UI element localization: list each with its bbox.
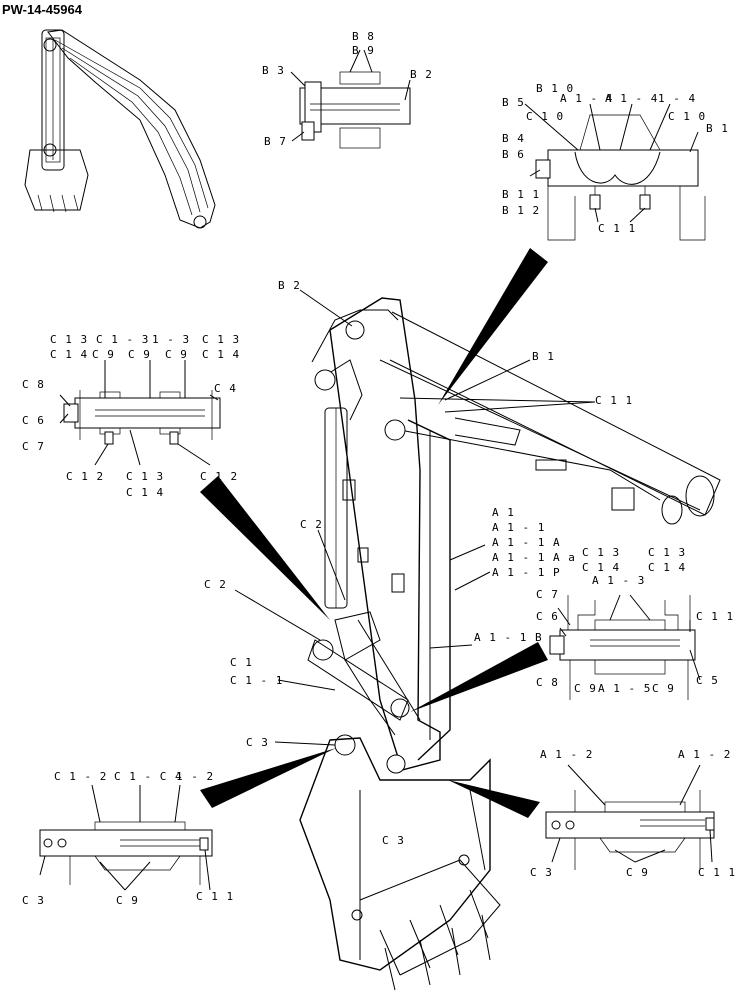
label-c1-2-1: C 1 - 2 — [54, 770, 107, 783]
label-b1-detail: B 1 — [706, 122, 729, 135]
pointer-a12 — [448, 780, 540, 818]
detail-b1 — [524, 103, 706, 241]
label-c11-main: C 1 1 — [595, 394, 633, 407]
label-c1-2-2: 1 - 2 — [176, 770, 214, 783]
label-c11-a12: C 1 1 — [698, 866, 736, 879]
label-c9-1: C 9 — [92, 348, 115, 361]
label-b10: B 1 0 — [536, 82, 574, 95]
thumbnail-arm — [24, 29, 216, 229]
label-b3: B 3 — [262, 64, 285, 77]
label-c14-c5-1: C 1 4 — [582, 561, 620, 574]
label-c14-1: C 1 4 — [50, 348, 88, 361]
detail-a12 — [545, 764, 715, 870]
label-c3-a12: C 3 — [530, 866, 553, 879]
label-a1-1: A 1 - 1 — [492, 521, 545, 534]
label-c4: C 4 — [214, 382, 237, 395]
detail-b2 — [290, 49, 411, 149]
label-c12-2: C 1 2 — [200, 470, 238, 483]
label-b1-main: B 1 — [532, 350, 555, 363]
label-a1-1aa: A 1 - 1 A a — [492, 551, 576, 564]
label-c6-c5: C 6 — [536, 610, 559, 623]
detail-c5 — [549, 594, 701, 700]
label-b4: B 4 — [502, 132, 525, 145]
pointer-c1 — [200, 748, 336, 808]
label-c11-c5: C 1 1 — [696, 610, 734, 623]
label-c11-detail-b1: C 1 1 — [598, 222, 636, 235]
label-a1-4-1: A 1 - 4 — [560, 92, 613, 105]
label-a1-4-2: A 1 - 4 — [605, 92, 658, 105]
label-c7-c5: C 7 — [536, 588, 559, 601]
label-c9-c1: C 9 — [116, 894, 139, 907]
label-c13-3: C 1 3 — [126, 470, 164, 483]
label-b9: B 9 — [352, 44, 375, 57]
label-c9-c5-2: C 9 — [652, 682, 675, 695]
label-c14-2: C 1 4 — [202, 348, 240, 361]
label-c1-3-1: C 1 - 3 — [96, 333, 149, 346]
label-b2-main: B 2 — [278, 279, 301, 292]
label-c8: C 8 — [22, 378, 45, 391]
label-c13-2: C 1 3 — [202, 333, 240, 346]
label-b12: B 1 2 — [502, 204, 540, 217]
label-b7: B 7 — [264, 135, 287, 148]
main-arm — [234, 289, 721, 991]
label-a1-4-3: 1 - 4 — [658, 92, 696, 105]
label-c5: C 5 — [696, 674, 719, 687]
pointer-c5 — [410, 642, 548, 712]
label-a1-2-1: A 1 - 2 — [540, 748, 593, 761]
detail-c1 — [39, 784, 213, 891]
label-a1-1b: A 1 - 1 B — [474, 631, 543, 644]
label-b11: B 1 1 — [502, 188, 540, 201]
label-c13-1: C 1 3 — [50, 333, 88, 346]
label-c13-c5-1: C 1 3 — [582, 546, 620, 559]
label-c3-main-2: C 3 — [382, 834, 405, 847]
label-c10-1: C 1 0 — [526, 110, 564, 123]
label-c6: C 6 — [22, 414, 45, 427]
detail-c4 — [59, 360, 221, 466]
label-b6: B 6 — [502, 148, 525, 161]
label-c11-c1: C 1 1 — [196, 890, 234, 903]
label-b5: B 5 — [502, 96, 525, 109]
label-c13-c5-2: C 1 3 — [648, 546, 686, 559]
label-a1-2-2: A 1 - 2 — [678, 748, 731, 761]
label-a1: A 1 — [492, 506, 515, 519]
document-id: PW-14-45964 — [2, 2, 82, 17]
label-c8-c5: C 8 — [536, 676, 559, 689]
label-c3-c1: C 3 — [22, 894, 45, 907]
label-c10-2: C 1 0 — [668, 110, 706, 123]
label-c2-1: C 2 — [300, 518, 323, 531]
label-a1-5: A 1 - 5 — [598, 682, 651, 695]
label-c7: C 7 — [22, 440, 45, 453]
label-c1: C 1 — [230, 656, 253, 669]
label-a1-1p: A 1 - 1 P — [492, 566, 561, 579]
label-b2: B 2 — [410, 68, 433, 81]
label-c9-3: C 9 — [165, 348, 188, 361]
label-c9-a12: C 9 — [626, 866, 649, 879]
pointer-c4 — [200, 476, 330, 620]
label-c12-1: C 1 2 — [66, 470, 104, 483]
label-c3-main-1: C 3 — [246, 736, 269, 749]
label-c14-c5-2: C 1 4 — [648, 561, 686, 574]
label-c1-c4: C 1 - C 4 — [114, 770, 183, 783]
label-c14-3: C 1 4 — [126, 486, 164, 499]
pointer-b1 — [438, 248, 548, 405]
labels: B 8 B 9 B 3 B 2 B 7 B 1 0 A 1 - 4 A 1 - … — [22, 30, 736, 907]
label-c9-c5-1: C 9 — [574, 682, 597, 695]
label-c1-3-2: 1 - 3 — [152, 333, 190, 346]
label-a1-1a: A 1 - 1 A — [492, 536, 561, 549]
label-c1-1: C 1 - 1 — [230, 674, 283, 687]
label-c2-2: C 2 — [204, 578, 227, 591]
label-b8: B 8 — [352, 30, 375, 43]
label-c9-2: C 9 — [128, 348, 151, 361]
label-a1-3: A 1 - 3 — [592, 574, 645, 587]
